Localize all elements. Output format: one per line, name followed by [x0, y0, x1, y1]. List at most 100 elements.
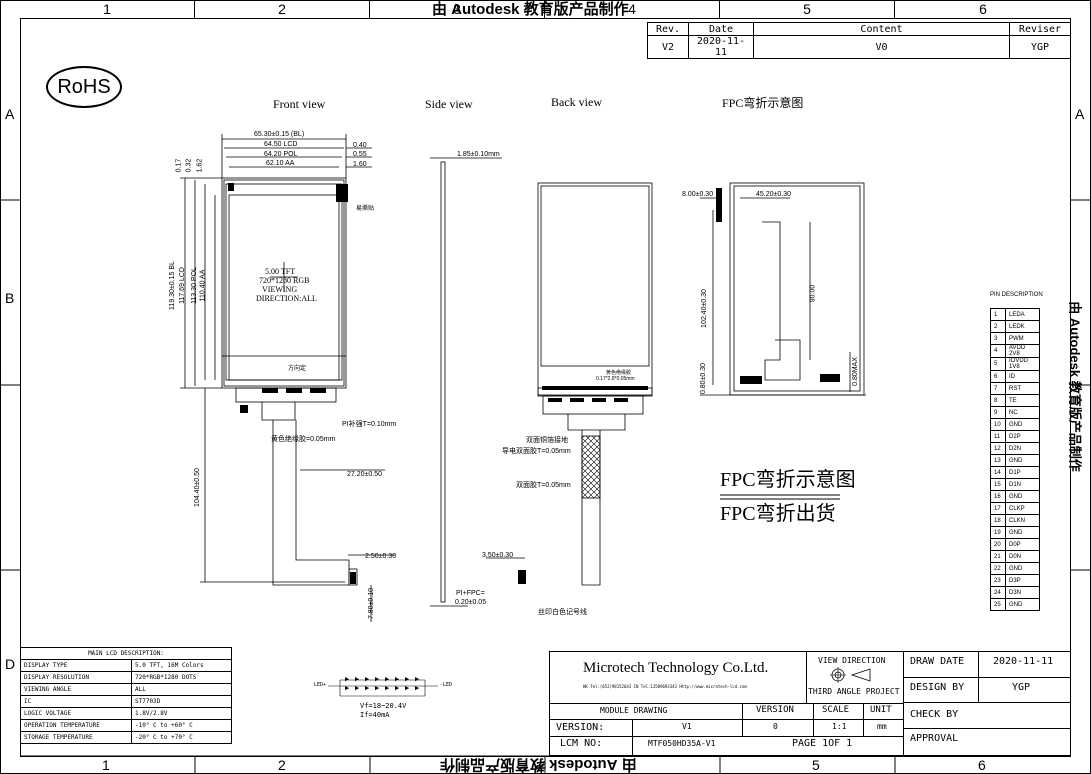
note-tape: 黄色绝缘胶=0.05mm	[271, 436, 336, 443]
fpc-view-title: FPC弯折示意图	[722, 96, 804, 110]
bottom-col-2: 2	[278, 757, 286, 773]
ruler-col-2: 2	[195, 0, 370, 18]
led-diode-icon: ▶	[415, 675, 420, 683]
spec-key: DISPLAY RESOLUTION	[20, 671, 132, 684]
pin-title: PIN DESCRIPTION	[990, 292, 1043, 298]
dim-fpc-f: 0.80MAX	[851, 357, 859, 386]
fpc-bend-geometry	[700, 182, 866, 396]
pin-signal: GND	[1005, 598, 1040, 611]
scale-header: SCALE	[822, 705, 850, 715]
pin-number: 6	[990, 370, 1006, 383]
note-mark: 丝印白色记号线	[538, 609, 587, 616]
pin-number: 10	[990, 418, 1006, 431]
bottom-col-5: 5	[812, 757, 820, 773]
module-drawing: MODULE DRAWING	[600, 706, 668, 715]
rev-header: Rev.	[647, 22, 689, 36]
pin-number: 15	[990, 478, 1006, 491]
led-minus: -LED	[440, 682, 453, 688]
led-diode-icon: ▶	[395, 684, 400, 692]
tb-col-3	[813, 703, 814, 736]
dim-t2: 0.32	[185, 158, 193, 173]
pin-signal: D2N	[1005, 442, 1040, 455]
led-diode-icon: ▶	[355, 684, 360, 692]
dim-pi-fpc-value: 0.20±0.05	[455, 599, 487, 606]
spec-value: -10° C to +60° C	[131, 719, 232, 732]
fpc-bend-fills	[716, 188, 840, 384]
led-diode-icon: ▶	[345, 675, 350, 683]
view-direction-label: VIEW DIRECTION	[818, 656, 886, 665]
page-number: PAGE 1OF 1	[792, 738, 853, 749]
led-diode-icon: ▶	[365, 675, 370, 683]
pin-signal: LEDK	[1005, 320, 1040, 333]
tb-col-1	[632, 719, 633, 756]
dim-bl-width: 65.30±0.15 (BL)	[254, 131, 305, 138]
reviser-value: YGP	[1009, 35, 1071, 59]
led-diode-icon: ▶	[405, 675, 410, 683]
tb-col-2	[742, 703, 743, 736]
pin-number: 7	[990, 382, 1006, 395]
led-diode-icon: ▶	[375, 684, 380, 692]
unit-header: UNIT	[870, 705, 892, 715]
pin-signal: GND	[1005, 526, 1040, 539]
pin-signal: PWM	[1005, 332, 1040, 345]
date-value: 2020-11-11	[688, 35, 754, 59]
pin-signal: D2P	[1005, 430, 1040, 443]
approval-label: APPROVAL	[910, 733, 959, 744]
design-by-value: YGP	[1012, 682, 1031, 693]
pin-number: 21	[990, 550, 1006, 563]
led-diode-icon: ▶	[365, 684, 370, 692]
rev-value: V2	[647, 35, 689, 59]
pin-number: 11	[990, 430, 1006, 443]
note-foam: 导电双面胶T=0.05mm	[502, 448, 571, 455]
dim-aa-width: 62.10 AA	[266, 160, 295, 167]
spec-title: MAIN LCD DESCRIPTION:	[20, 647, 232, 660]
spec-key: VIEWING ANGLE	[20, 683, 132, 696]
version-label: VERSION:	[556, 722, 605, 733]
pin-signal: D3N	[1005, 586, 1040, 599]
pin-signal: RST	[1005, 382, 1040, 395]
check-by-label: CHECK BY	[910, 709, 959, 720]
scale-value: 1:1	[832, 722, 847, 731]
spec-key: LOGIC VOLTAGE	[20, 707, 132, 720]
ruler-col-1: 1	[20, 0, 195, 18]
dim-fpc-a: 8.00±0.30	[682, 191, 714, 198]
tb-right-grid-2	[903, 702, 1071, 703]
dim-fpc-d: 90.00	[809, 284, 817, 303]
tb-right-grid	[903, 677, 1071, 678]
spec-key: IC	[20, 695, 132, 708]
pin-number: 3	[990, 332, 1006, 345]
draw-date-label: DRAW DATE	[910, 656, 965, 667]
note-stiffener: 易撕贴	[356, 206, 375, 212]
pin-number: 2	[990, 320, 1006, 333]
dim-total-height: 104.40±0.50	[193, 468, 201, 507]
pin-signal: GND	[1005, 418, 1040, 431]
pin-number: 24	[990, 586, 1006, 599]
pin-signal: IOVDD 1V8	[1005, 357, 1040, 371]
dim-lcd-height: 117.69 LCD	[178, 267, 186, 304]
led-diode-icon: ▶	[395, 675, 400, 683]
panel-line-3: VIEWING	[262, 285, 298, 294]
pin-number: 20	[990, 538, 1006, 551]
pin-number: 13	[990, 454, 1006, 467]
pin-number: 18	[990, 514, 1006, 527]
note-pi: PI补强T=0.10mm	[342, 421, 397, 428]
note-direction: 方向定	[288, 366, 307, 372]
company-name: Microtech Technology Co.Ltd.	[583, 660, 769, 676]
pin-signal: CLKN	[1005, 514, 1040, 527]
dim-t3: 1.62	[196, 158, 204, 173]
spec-key: DISPLAY TYPE	[20, 659, 132, 672]
